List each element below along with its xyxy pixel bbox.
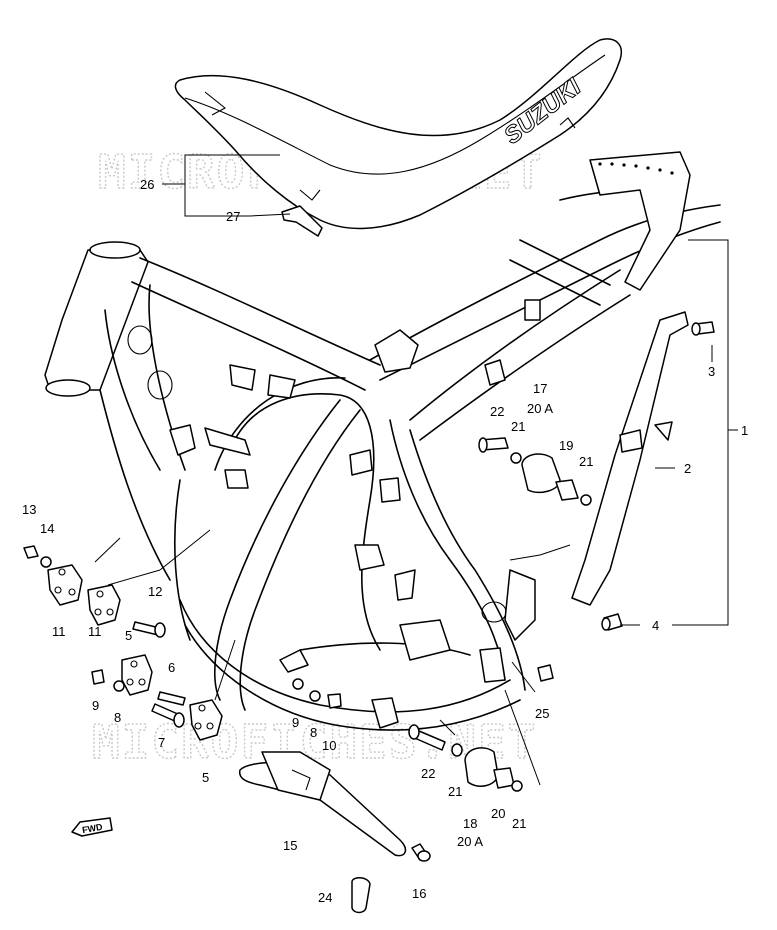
callout-7: 7	[158, 735, 165, 750]
callout-27: 27	[226, 209, 240, 224]
callout-8-left: 8	[114, 710, 121, 725]
callout-17: 17	[533, 381, 547, 396]
callout-3: 3	[708, 364, 715, 379]
fwd-arrow-icon: FWD	[71, 817, 113, 837]
callout-4: 4	[652, 618, 659, 633]
callout-25: 25	[535, 706, 549, 721]
callout-5-upper: 5	[125, 628, 132, 643]
lower-damper-group	[408, 724, 523, 792]
skid-bracket	[238, 751, 407, 857]
callout-21-lower-right: 21	[512, 816, 526, 831]
frame	[44, 151, 721, 731]
callout-9-left: 9	[92, 698, 99, 713]
callout-14: 14	[40, 521, 54, 536]
rear-sub-frame-rail	[571, 311, 689, 606]
upper-damper-group	[478, 437, 592, 506]
callout-10: 10	[322, 738, 336, 753]
callout-21-upper-left: 21	[511, 419, 525, 434]
callout-15: 15	[283, 838, 297, 853]
leader-lines	[94, 154, 738, 786]
bolt-4	[601, 613, 623, 631]
callout-22-upper: 22	[490, 404, 504, 419]
callout-18: 18	[463, 816, 477, 831]
bolt-16	[411, 843, 431, 862]
callout-11-right: 11	[88, 624, 102, 639]
callout-24: 24	[318, 890, 332, 905]
callout-20: 20	[491, 806, 505, 821]
callout-20a-lower: 20 A	[457, 834, 483, 849]
clip-24	[351, 877, 371, 914]
callout-19: 19	[559, 438, 573, 453]
callout-labels: 1 2 3 4 5 5 6 7 8 8 9 9 10 11 11 12 13 1…	[22, 177, 748, 905]
fwd-label: FWD	[81, 822, 103, 835]
engine-mount-plates	[47, 564, 223, 741]
callout-21-upper-right: 21	[579, 454, 593, 469]
callout-20a-upper: 20 A	[527, 401, 553, 416]
bolt-3	[691, 321, 715, 336]
seat-clip	[281, 205, 323, 237]
callout-16: 16	[412, 886, 426, 901]
callout-9-right: 9	[292, 715, 299, 730]
callout-1: 1	[741, 423, 748, 438]
callout-22-lower: 22	[421, 766, 435, 781]
callout-5-lower: 5	[202, 770, 209, 785]
callout-26: 26	[140, 177, 154, 192]
callout-11-left: 11	[52, 624, 66, 639]
callout-8-right: 8	[310, 725, 317, 740]
callout-2: 2	[684, 461, 691, 476]
callout-13: 13	[22, 502, 36, 517]
callout-6: 6	[168, 660, 175, 675]
callout-21-lower-left: 21	[448, 784, 462, 799]
callout-12: 12	[148, 584, 162, 599]
mount-hardware	[23, 545, 554, 728]
seat: SUZUKI	[174, 38, 622, 230]
